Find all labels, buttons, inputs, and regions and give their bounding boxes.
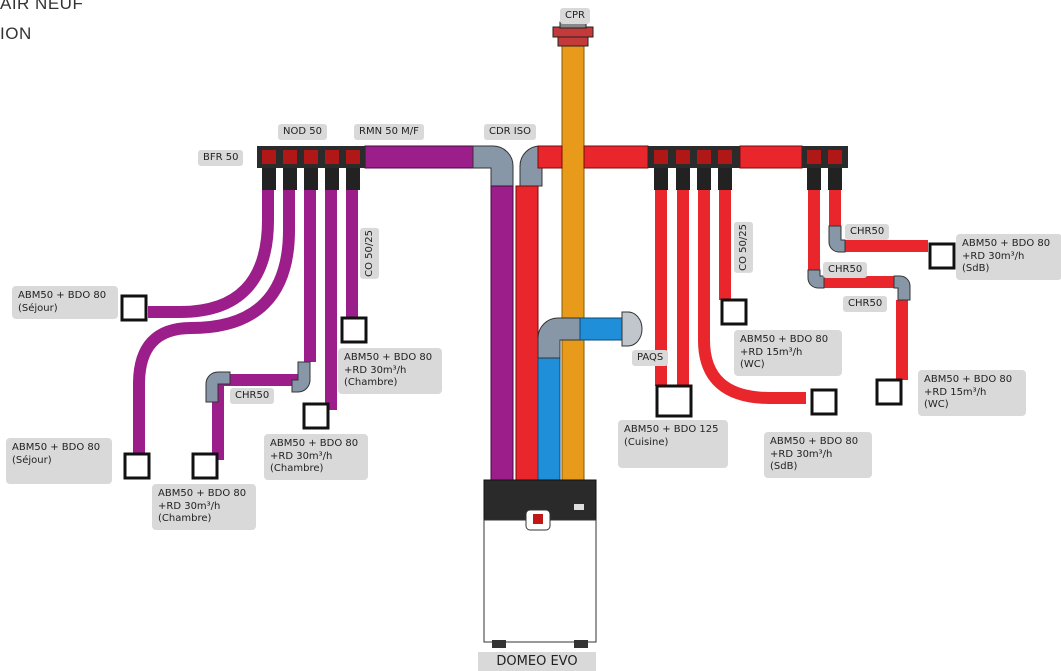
note-line: ABM50 + BDO 80 [18, 290, 107, 301]
note-line: ABM50 + BDO 80 [924, 374, 1013, 385]
note-line: ABM50 + BDO 80 [344, 352, 433, 363]
terminals [120, 242, 956, 480]
note-line: (WC) [924, 399, 949, 410]
header-line-2: ION [0, 24, 32, 43]
note-wc-1: ABM50 + BDO 80 +RD 15m³/h (WC) [734, 330, 842, 376]
supply-branches [133, 190, 358, 474]
reject-duct [561, 43, 585, 485]
note-line: ABM50 + BDO 80 [962, 238, 1051, 249]
note-line: (WC) [740, 359, 765, 370]
note-line: ABM50 + BDO 125 [624, 424, 719, 435]
label-co-left: CO 50/25 [360, 228, 379, 279]
note-line: +RD 15m³/h [740, 346, 803, 358]
note-line: (Chambre) [344, 377, 398, 388]
note-sdb-2: ABM50 + BDO 80 +RD 30m³/h (SdB) [956, 234, 1061, 280]
note-sejour-1: ABM50 + BDO 80 (Séjour) [12, 286, 118, 319]
note-line: ABM50 + BDO 80 [740, 334, 829, 345]
label-rmn: RMN 50 M/F [354, 124, 424, 140]
note-sejour-2: ABM50 + BDO 80 (Séjour) [6, 438, 112, 484]
supply-main-duct [364, 145, 514, 485]
exhaust-branches-right [808, 190, 928, 380]
note-line: (Séjour) [12, 454, 52, 466]
label-cpr: CPR [560, 8, 590, 24]
note-wc-2: ABM50 + BDO 80 +RD 15m³/h (WC) [918, 370, 1026, 416]
label-nod50: NOD 50 [278, 124, 327, 140]
note-cuisine: ABM50 + BDO 125 (Cuisine) [618, 420, 728, 468]
note-line: +RD 30m³/h [344, 364, 407, 376]
label-domeo-evo: DOMEO EVO [478, 652, 596, 671]
label-chr-right-1: CHR50 [845, 224, 890, 240]
note-line: ABM50 + BDO 80 [770, 436, 859, 447]
note-line: (SdB) [770, 461, 798, 472]
note-line: (Séjour) [18, 302, 58, 314]
exhaust-branches-middle [655, 190, 806, 404]
note-chambre-2: ABM50 + BDO 80 +RD 30m³/h (Chambre) [264, 434, 368, 480]
exhaust-elbows-right [807, 225, 911, 301]
note-chambre-1: ABM50 + BDO 80 +RD 30m³/h (Chambre) [152, 484, 256, 530]
supply-plenum [257, 146, 365, 190]
note-line: (Chambre) [158, 513, 212, 524]
label-bfr: BFR 50 [198, 150, 244, 166]
note-line: (Cuisine) [624, 436, 669, 448]
note-line: +RD 30m³/h [770, 448, 833, 460]
exhaust-plenum-middle [648, 146, 740, 190]
label-chr-right-3: CHR50 [843, 296, 888, 312]
label-co-right: CO 50/25 [734, 222, 753, 273]
note-line: +RD 15m³/h [924, 386, 987, 398]
label-cdr: CDR ISO [484, 124, 536, 140]
label-chr-right-2: CHR50 [823, 262, 868, 278]
note-line: ABM50 + BDO 80 [12, 442, 101, 453]
fresh-air-duct [537, 311, 643, 485]
header-line-1: AIR NEUF [0, 0, 84, 13]
supply-elbows [205, 361, 311, 403]
note-line: (Chambre) [270, 463, 324, 474]
note-sdb-1: ABM50 + BDO 80 +RD 30m³/h (SdB) [764, 432, 872, 478]
label-paqs: PAQS [632, 350, 669, 366]
cpr-roof-outlet [552, 21, 594, 47]
note-line: ABM50 + BDO 80 [270, 438, 359, 449]
exhaust-plenum-right [802, 146, 848, 190]
note-line: ABM50 + BDO 80 [158, 488, 247, 499]
note-line: +RD 30m³/h [962, 250, 1025, 262]
domeo-evo-unit [483, 479, 597, 648]
label-chr-left: CHR50 [230, 388, 275, 404]
note-line: (SdB) [962, 263, 990, 274]
note-line: +RD 30m³/h [270, 450, 333, 462]
note-line: +RD 30m³/h [158, 500, 221, 512]
note-chambre-3: ABM50 + BDO 80 +RD 30m³/h (Chambre) [338, 348, 442, 394]
